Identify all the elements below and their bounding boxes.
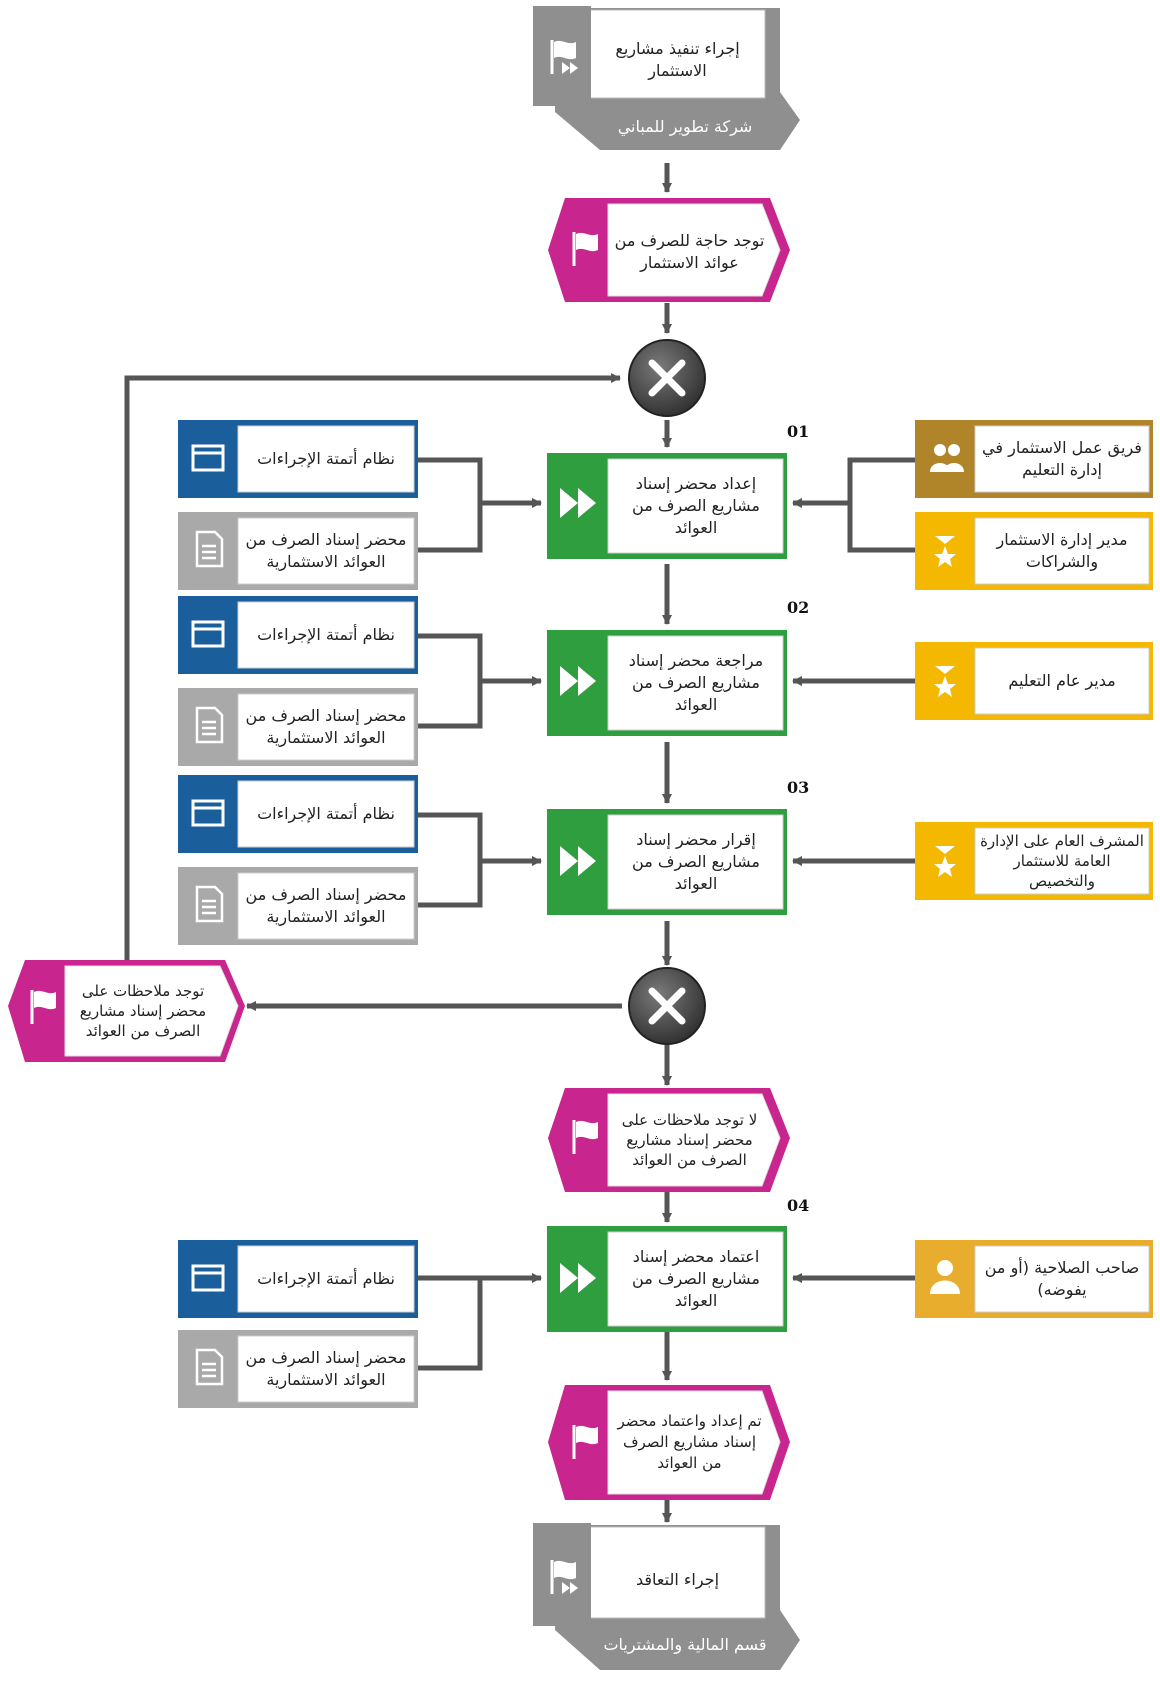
role-supervisor-label: المشرف العام على الإدارة العامة للاستثما…: [980, 832, 1144, 890]
flag-icon: [572, 1120, 598, 1154]
step-number: 02: [787, 598, 810, 617]
role-team[interactable]: [915, 420, 1153, 498]
event-done-label: تم إعداد واعتماد محضر إسناد مشاريع الصرف…: [617, 1411, 762, 1472]
group-icon: [930, 444, 964, 472]
role-gm-label: مدير عام التعليم: [1008, 671, 1116, 690]
step-number: 03: [787, 778, 810, 797]
step-label: اعتماد محضر إسناد مشاريع الصرف من العوائ…: [632, 1247, 760, 1310]
end-interface-title: إجراء التعاقد: [636, 1570, 720, 1589]
step-number: 01: [787, 422, 810, 441]
role-authority-label: صاحب الصلاحية (أو من يفوضه): [984, 1258, 1140, 1299]
system-boxes[interactable]: [178, 420, 418, 1318]
fast-forward-icon: [560, 488, 596, 1293]
person-icon: [930, 1260, 960, 1294]
document-label: محضر إسناد الصرف من العوائد الاستثمارية: [245, 530, 407, 571]
event-no-notes-label: لا توجد ملاحظات على محضر إسناد مشاريع ال…: [621, 1111, 758, 1169]
step-label: إقرار محضر إسناد مشاريع الصرف من العوائد: [632, 830, 760, 893]
flag-forward-icon: [550, 40, 578, 74]
document-icon: [195, 530, 224, 1386]
system-label: نظام أتمتة الإجراءات: [257, 449, 395, 468]
function-step-01[interactable]: [547, 453, 787, 559]
document-label: محضر إسناد الصرف من العوائد الاستثمارية: [245, 706, 407, 747]
end-process-interface[interactable]: [533, 1523, 800, 1670]
event-has-notes-label: توجد ملاحظات على محضر إسناد مشاريع الصرف…: [79, 982, 207, 1040]
role-manager-label: مدير إدارة الاستثمار والشراكات: [996, 530, 1128, 571]
system-label: نظام أتمتة الإجراءات: [257, 625, 395, 644]
event-need-label: توجد حاجة للصرف من عوائد الاستثمار: [614, 231, 765, 272]
event-done[interactable]: [548, 1385, 790, 1500]
step-label: إعداد محضر إسناد مشاريع الصرف من العوائد: [632, 474, 760, 537]
role-team-label: فريق عمل الاستثمار في إدارة التعليم: [982, 438, 1142, 479]
system-label: نظام أتمتة الإجراءات: [257, 1269, 395, 1288]
document-boxes[interactable]: [178, 512, 418, 1408]
system-label: نظام أتمتة الإجراءات: [257, 804, 395, 823]
document-label: محضر إسناد الصرف من العوائد الاستثمارية: [245, 885, 407, 926]
connectors: [124, 163, 923, 1523]
function-step-03[interactable]: [547, 809, 787, 915]
start-interface-owner: شركة تطوير للمباني: [617, 117, 753, 136]
start-process-interface[interactable]: [533, 6, 800, 150]
xor-gateway-2[interactable]: [628, 967, 706, 1045]
role-boxes-gold[interactable]: [915, 512, 1153, 1318]
flag-forward-icon: [550, 1560, 578, 1594]
star-person-icon: [934, 536, 956, 877]
event-has-notes[interactable]: [8, 960, 245, 1062]
step-number: 04: [787, 1196, 810, 1215]
xor-gateway-1[interactable]: [628, 339, 706, 417]
event-need[interactable]: [548, 198, 790, 302]
window-icon: [191, 444, 225, 1292]
event-no-notes[interactable]: [548, 1088, 790, 1192]
start-interface-title: إجراء تنفيذ مشاريع الاستثمار: [615, 39, 740, 80]
flag-icon: [572, 1425, 598, 1459]
flag-icon: [30, 990, 56, 1024]
step-label: مراجعة محضر إسناد مشاريع الصرف من العوائ…: [628, 651, 764, 714]
document-label: محضر إسناد الصرف من العوائد الاستثمارية: [245, 1348, 407, 1389]
end-interface-owner: قسم المالية والمشتريات: [603, 1635, 767, 1654]
flag-icon: [572, 232, 598, 266]
